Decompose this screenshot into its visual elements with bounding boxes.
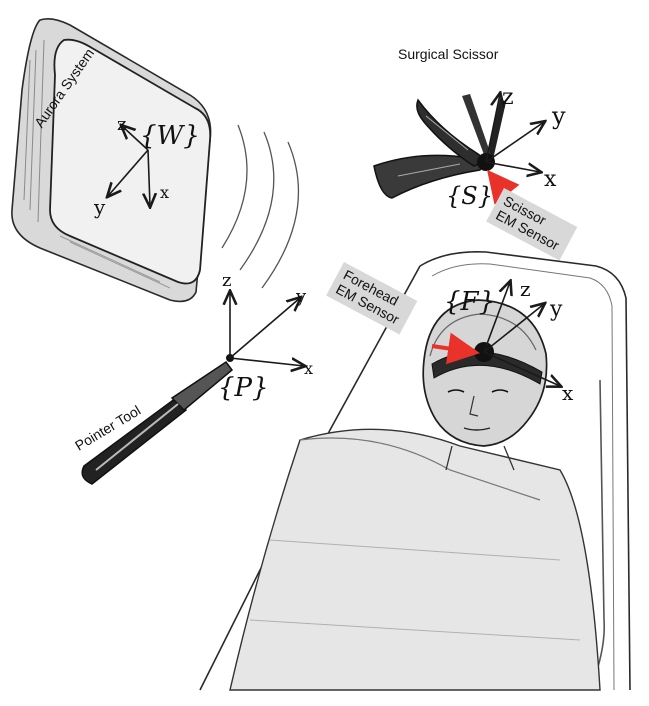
pointer-y-label: y [295,286,307,307]
aurora-field-generator: z y x {W} [12,19,211,302]
forehead-y-label: y [549,297,563,322]
scissor-y-label: y [551,102,566,130]
pointer-frame-label: {P} [218,373,269,403]
em-field-waves [222,125,298,288]
scissor-z-label: z [502,85,514,110]
world-y-label: y [93,195,106,219]
surgical-scissor-label: Surgical Scissor [398,46,498,62]
forehead-frame-label: {F} [444,287,495,317]
pointer-tool: z y x {P} [82,270,313,484]
pointer-x-label: x [304,359,313,378]
scissor-frame-label: {S} [446,182,493,210]
blanket [230,429,600,690]
world-x-label: x [160,183,169,202]
pointer-frame-axes: z y x {P} [218,270,313,403]
surgical-scissor: z y x {S} [374,85,566,210]
world-frame-label: {W} [140,121,200,151]
pointer-z-label: z [222,270,231,291]
forehead-x-label: x [562,381,574,405]
world-z-label: z [117,114,126,135]
forehead-z-label: z [520,277,531,301]
scissor-x-label: x [544,167,557,192]
